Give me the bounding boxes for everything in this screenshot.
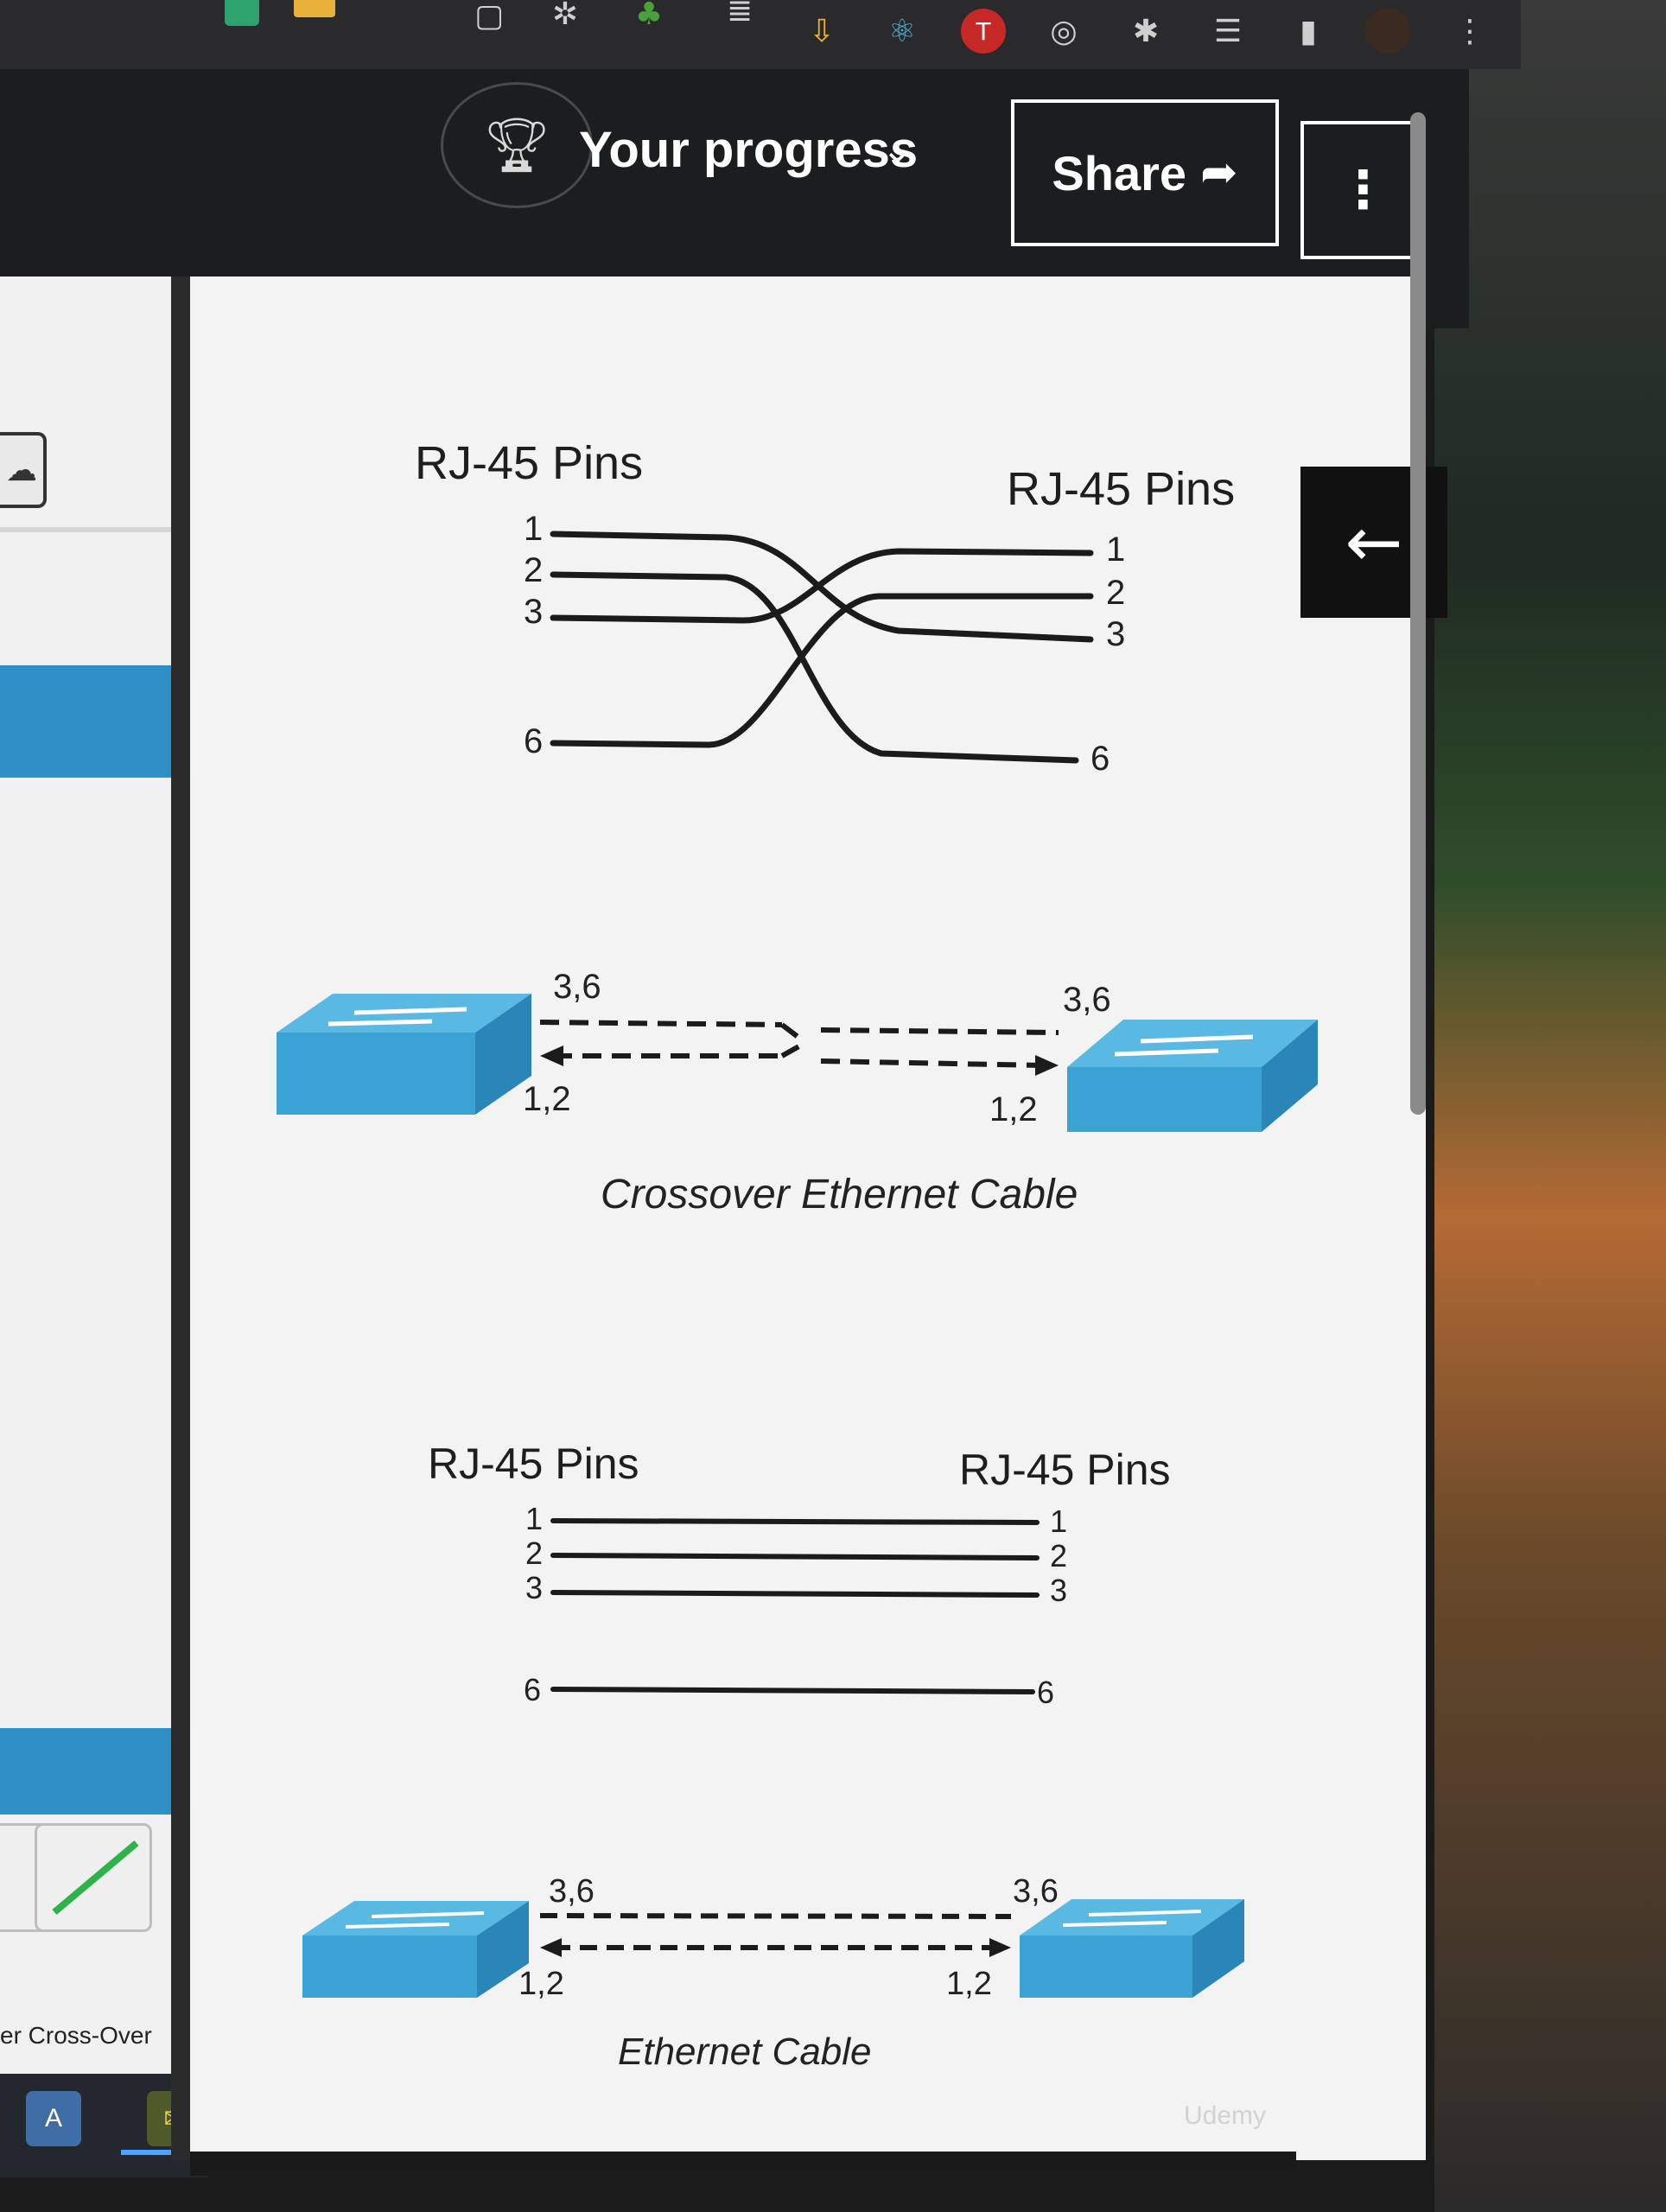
crossover-left-pin: 3 [524,593,544,631]
extension-icon-gear[interactable]: ✲ [551,0,579,32]
wire-6-to-6 [550,1687,1035,1694]
profile-avatar[interactable] [1365,9,1410,54]
straight-right-pin: 2 [1050,1538,1068,1573]
puzzle-icon[interactable]: ✱ [1132,13,1160,49]
extension-icon-download[interactable]: ⇩ [808,13,836,49]
crossover-left-pin: 6 [524,722,544,760]
extension-icon-green[interactable] [225,0,259,26]
extension-icon-list[interactable]: ≣ [726,0,754,29]
crossover-left-title: RJ-45 Pins [415,437,644,489]
straight-right-title: RJ-45 Pins [959,1446,1171,1494]
crossover-top-left-label: 3,6 [553,968,601,1006]
extension-icon-tree[interactable]: ♣ [634,0,664,32]
wire-1-to-1 [550,1518,1040,1525]
panel-divider[interactable] [171,276,190,2160]
wire-1-to-3 [550,531,1094,643]
crossover-left-pin: 1 [524,510,544,548]
udemy-watermark: Udemy [1184,2101,1267,2130]
right-switch-icon [1067,1020,1318,1132]
crossover-bottom-left-label: 1,2 [523,1080,571,1118]
straight-right-pin: 6 [1037,1675,1055,1710]
left-switch-icon [277,994,531,1115]
extension-icon-t[interactable]: T [961,9,1006,54]
share-button[interactable]: Share ➦ [1011,99,1279,246]
wire-6-to-2 [550,593,1094,748]
sidebar-bottom-label: er Cross-Over [0,2022,152,2049]
sidepanel-icon[interactable]: ▮ [1300,13,1317,49]
straight-caption: Ethernet Cable [618,2031,872,2073]
wire-3-to-1 [550,548,1094,624]
extension-icon-target[interactable]: ◎ [1050,13,1078,49]
straight-left-title: RJ-45 Pins [428,1440,639,1488]
wire-2-to-2 [550,1553,1040,1560]
crossover-right-title: RJ-45 Pins [1007,463,1236,515]
straight-right-pin: 3 [1050,1573,1068,1608]
straight-right-pin: 1 [1050,1503,1068,1539]
straight-left-pin: 3 [525,1570,544,1605]
straight-top-left-label: 3,6 [549,1873,595,1910]
straight-left-pin: 1 [525,1501,544,1536]
crossover-caption: Crossover Ethernet Cable [601,1172,1078,1217]
share-arrow-icon: ➦ [1200,147,1238,199]
extension-icon-atom[interactable]: ⚛ [887,13,917,49]
selected-item-highlight[interactable] [0,665,177,778]
share-label: Share [1052,145,1187,200]
straight-bottom-right-label: 1,2 [946,1966,992,2002]
scrollbar-thumb[interactable] [1410,112,1426,1115]
crossover-left-pin: 2 [524,551,544,589]
straight-left-pin: 6 [524,1672,542,1707]
wire-2-to-6 [550,571,1079,764]
wire-3-to-3 [550,1590,1040,1598]
straight-top-right-label: 3,6 [1013,1873,1059,1910]
browser-menu-icon[interactable]: ⋮ [1454,13,1485,49]
crossover-bottom-right-label: 1,2 [989,1090,1038,1128]
chevron-down-icon[interactable]: ⌄ [881,128,913,172]
cable-swatch-straight[interactable] [35,1823,152,1932]
left-switch-icon-2 [302,1901,529,1998]
straight-bottom-left-label: 1,2 [518,1966,564,2002]
right-switch-icon-2 [1020,1899,1244,1998]
extension-icon-square[interactable]: ▢ [474,0,504,34]
green-cable-icon [52,1840,139,1916]
playlist-icon[interactable]: ☰ [1213,13,1243,49]
crossover-right-pin: 1 [1106,531,1126,569]
background-photo [1434,0,1666,2212]
straight-left-pin: 2 [525,1535,544,1571]
content-bottom-bar [190,2152,1296,2176]
divider [0,527,173,532]
crossover-right-pin: 6 [1091,740,1110,778]
trophy-icon[interactable]: 🏆︎ [441,82,593,208]
crossover-right-pin: 2 [1106,574,1126,612]
crossover-right-pin: 3 [1106,615,1126,653]
cloud-icon[interactable]: ☁ [0,432,47,508]
progress-label[interactable]: Your progress [579,122,919,178]
crossover-top-right-label: 3,6 [1063,981,1111,1019]
taskbar-app-icon[interactable]: A [26,2091,81,2146]
extension-icon-yellow[interactable] [294,0,335,17]
